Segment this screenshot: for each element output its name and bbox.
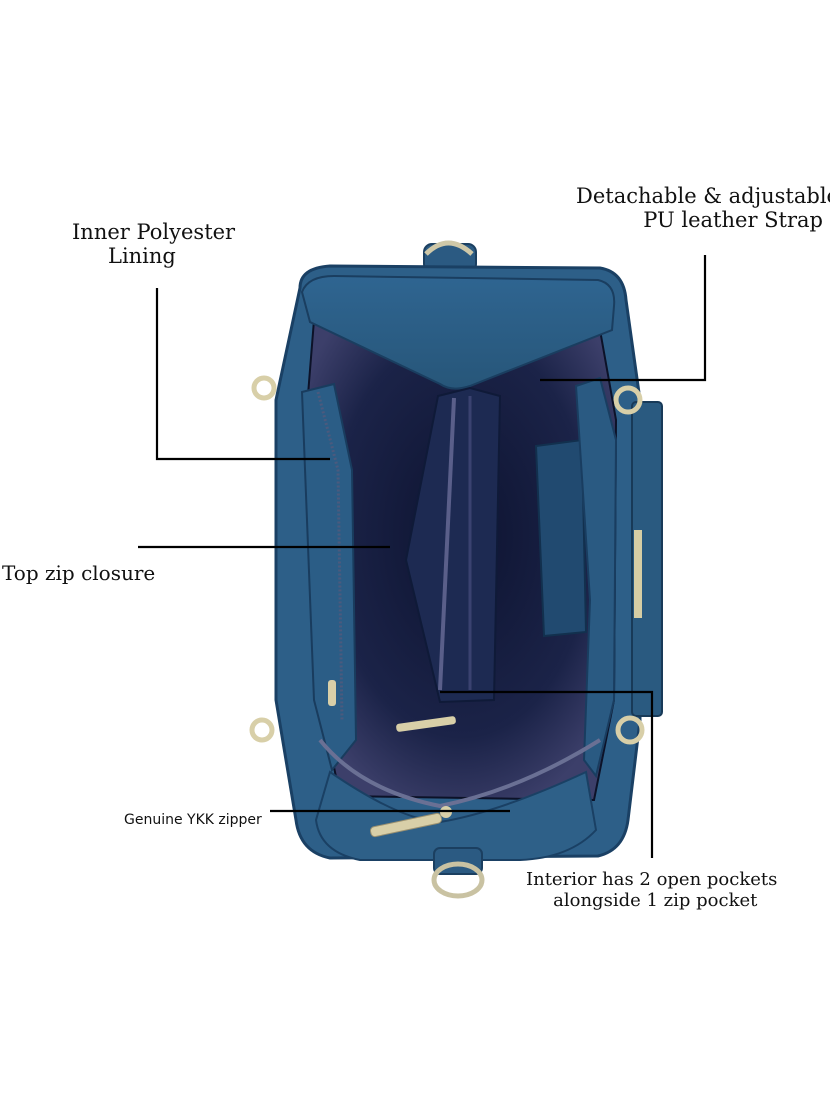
callout-lines — [138, 255, 707, 858]
callout-pockets-line2: alongside 1 zip pocket — [553, 889, 758, 911]
side-hardware — [249, 375, 645, 745]
callout-strap-line2: PU leather Strap — [643, 208, 823, 233]
inner-zipper-pull — [328, 680, 456, 732]
callout-top-zip: Top zip closure — [2, 562, 155, 585]
back-panel-flap — [300, 274, 616, 390]
callout-strap-line1: Detachable & adjustable — [576, 184, 830, 208]
side-strap-tab — [631, 401, 663, 717]
right-open-pocket — [534, 438, 588, 638]
callout-ykk-zipper-text: Genuine YKK zipper — [124, 812, 262, 828]
callout-strap: Detachable & adjustable PU leather Strap — [576, 184, 830, 232]
bottom-d-ring — [431, 847, 485, 899]
right-wall — [574, 376, 618, 779]
top-d-ring — [423, 240, 477, 273]
center-divider-pocket — [404, 386, 502, 704]
callout-pockets: Interior has 2 open pockets alongside 1 … — [526, 869, 778, 911]
callout-inner-lining-line1: Inner Polyester — [72, 220, 236, 244]
front-panel — [314, 770, 598, 861]
top-zip-track — [318, 738, 602, 809]
callout-inner-lining: Inner Polyester Lining — [72, 220, 235, 268]
callout-top-zip-text: Top zip closure — [2, 561, 156, 585]
callout-inner-lining-line2: Lining — [108, 244, 176, 269]
callout-ykk-zipper: Genuine YKK zipper — [124, 812, 262, 828]
callout-pockets-line1: Interior has 2 open pockets — [526, 869, 778, 890]
